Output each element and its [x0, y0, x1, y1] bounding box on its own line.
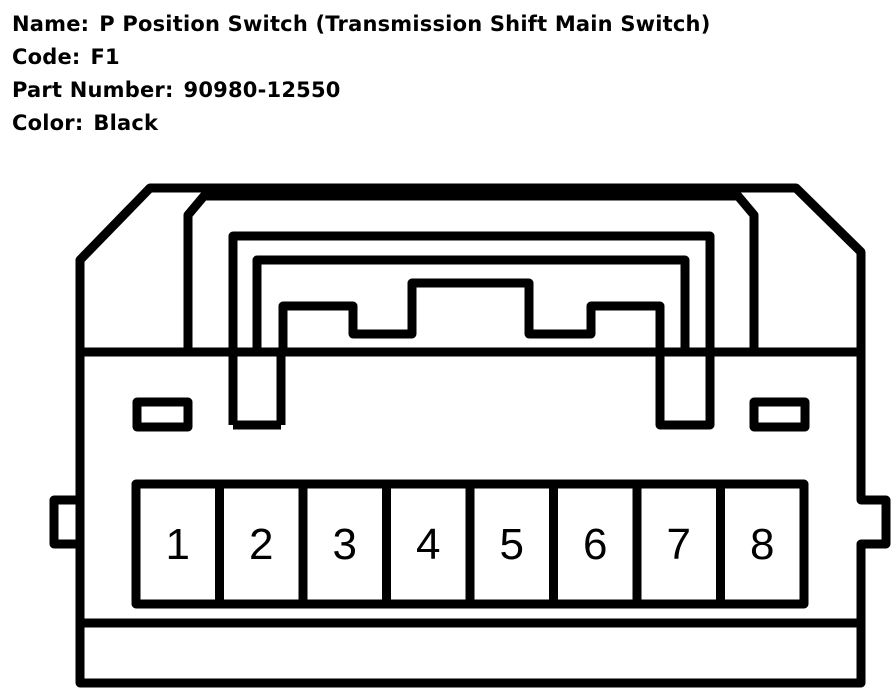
- lock-shroud-outline: [183, 191, 759, 352]
- pin-number-7: 7: [667, 520, 691, 569]
- pin-number-6: 6: [583, 520, 607, 569]
- pin-number-5: 5: [500, 520, 524, 569]
- part-number-row: Part Number: 90980-12550: [12, 74, 711, 107]
- locking-arm-frame: [228, 231, 715, 430]
- name-label: Name:: [12, 12, 90, 36]
- left-side-tab: [49, 495, 80, 549]
- pin-number-4: 4: [416, 520, 440, 569]
- pin-number-8: 8: [750, 520, 774, 569]
- connector-housing-outline: [75, 183, 891, 688]
- name-row: Name: P Position Switch (Transmission Shi…: [12, 8, 711, 41]
- lock-channel: [252, 255, 690, 357]
- pin-cells: 1 2 3 4 5 6 7 8: [166, 484, 774, 604]
- code-label: Code:: [12, 45, 81, 69]
- code-row: Code: F1: [12, 41, 711, 74]
- left-latch-block: [132, 397, 193, 432]
- lock-ridge: [278, 278, 665, 352]
- pin-number-1: 1: [166, 520, 190, 569]
- part-number-label: Part Number:: [12, 78, 174, 102]
- pin-number-3: 3: [333, 520, 357, 569]
- name-value: P Position Switch (Transmission Shift Ma…: [99, 12, 711, 36]
- color-value: Black: [93, 111, 159, 135]
- color-row: Color: Black: [12, 107, 711, 140]
- pin-number-2: 2: [249, 520, 273, 569]
- code-value: F1: [90, 45, 120, 69]
- color-label: Color:: [12, 111, 84, 135]
- connector-info: Name: P Position Switch (Transmission Shi…: [12, 8, 711, 140]
- right-latch-block: [749, 397, 810, 432]
- part-number-value: 90980-12550: [183, 78, 341, 102]
